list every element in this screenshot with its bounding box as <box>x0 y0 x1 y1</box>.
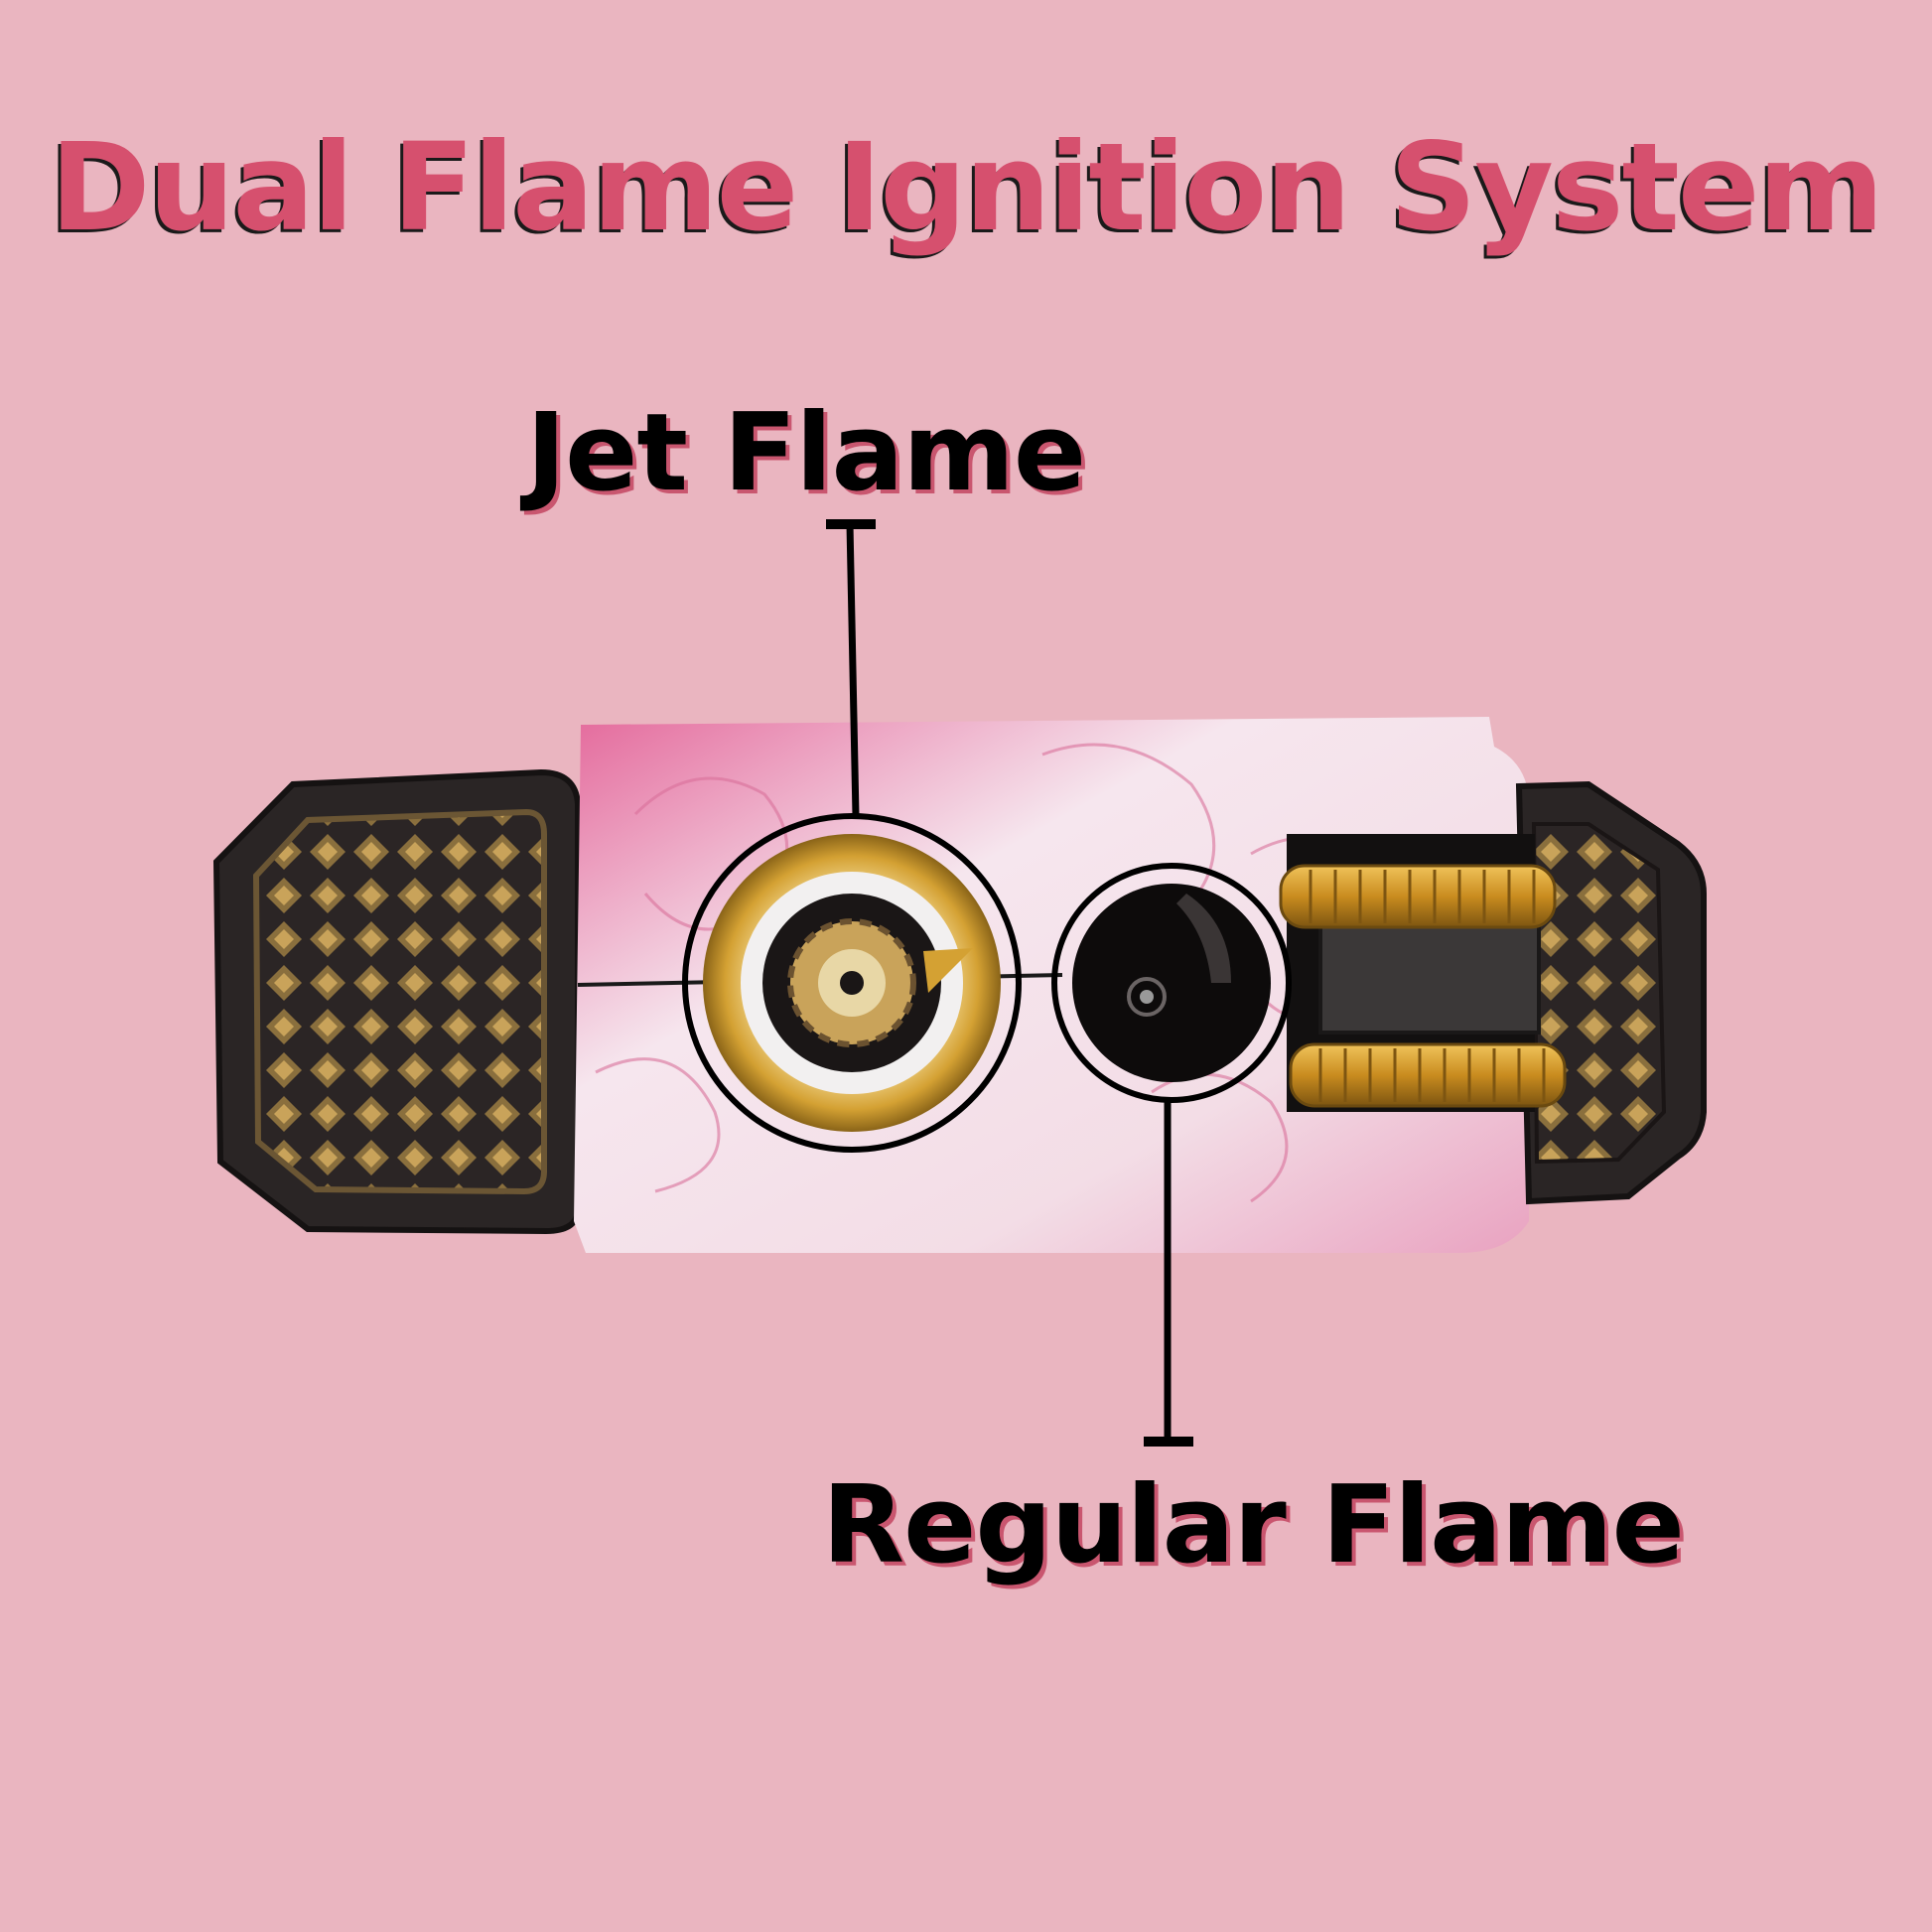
page-title: Dual Flame Ignition System <box>50 117 1883 258</box>
regular-callout-line <box>1144 1100 1193 1447</box>
left-cap <box>212 768 581 1235</box>
jet-callout-line <box>826 519 876 817</box>
regular-flame-label: Regular Flame <box>822 1463 1685 1587</box>
jet-nozzle-icon <box>682 813 1022 1153</box>
right-cap <box>1515 780 1707 1205</box>
regular-nozzle-icon <box>1051 863 1292 1103</box>
flint-wheel-icon <box>1279 834 1567 1112</box>
jet-flame-label: Jet Flame <box>526 391 1086 515</box>
